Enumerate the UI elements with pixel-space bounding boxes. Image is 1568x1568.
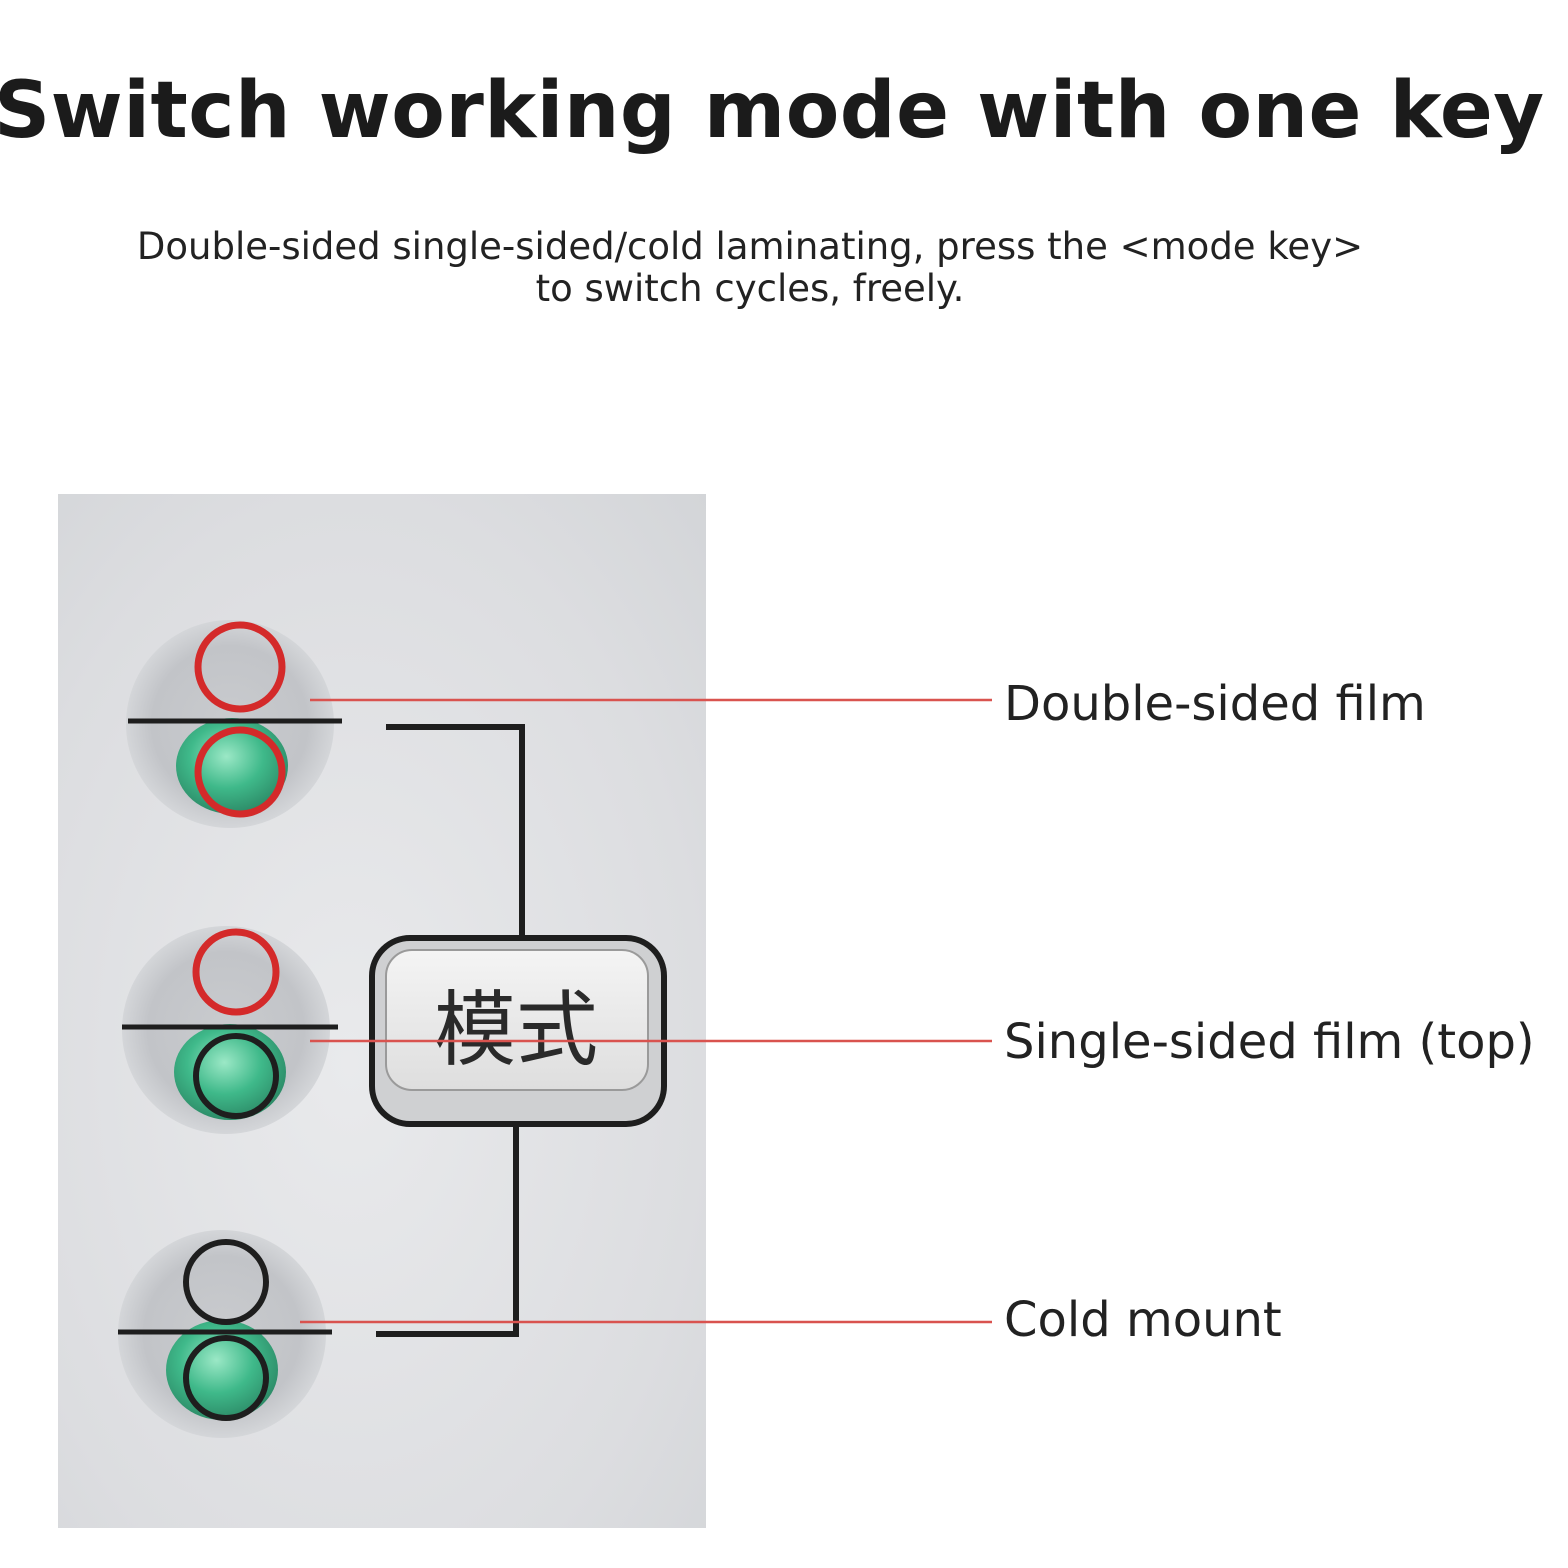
mode-bracket (376, 724, 525, 1337)
mode-key-button[interactable]: 模式 (369, 935, 667, 1127)
bottom-roller-red-icon (194, 726, 286, 818)
bottom-roller-black-icon (183, 1335, 269, 1421)
mode-key-label: 模式 (434, 983, 598, 1078)
mode-label-double-sided: Double-sided film (1004, 676, 1426, 732)
subtitle-line-2: to switch cycles, freely. (535, 267, 965, 310)
callout-lines (300, 698, 992, 1324)
indicator-single-sided (122, 926, 338, 1134)
led-green-icon (166, 1320, 278, 1420)
mode-label-single-sided: Single-sided film (top) (1004, 1014, 1535, 1070)
bottom-roller-black-icon (193, 1033, 279, 1119)
bracket-top (386, 724, 525, 935)
indicator-double-sided (126, 620, 342, 828)
page-title: Switch working mode with one key (0, 66, 1545, 156)
mode-label-cold-mount: Cold mount (1004, 1292, 1282, 1348)
top-roller-red-icon (194, 621, 286, 713)
subtitle-line-1: Double-sided single-sided/cold laminatin… (136, 225, 1364, 268)
indicator-cold-mount (118, 1230, 332, 1438)
subtitle: Double-sided single-sided/cold laminatin… (0, 226, 1500, 310)
top-roller-black-icon (183, 1239, 269, 1325)
top-roller-red-icon (192, 928, 280, 1016)
bracket-bottom (376, 1126, 519, 1337)
